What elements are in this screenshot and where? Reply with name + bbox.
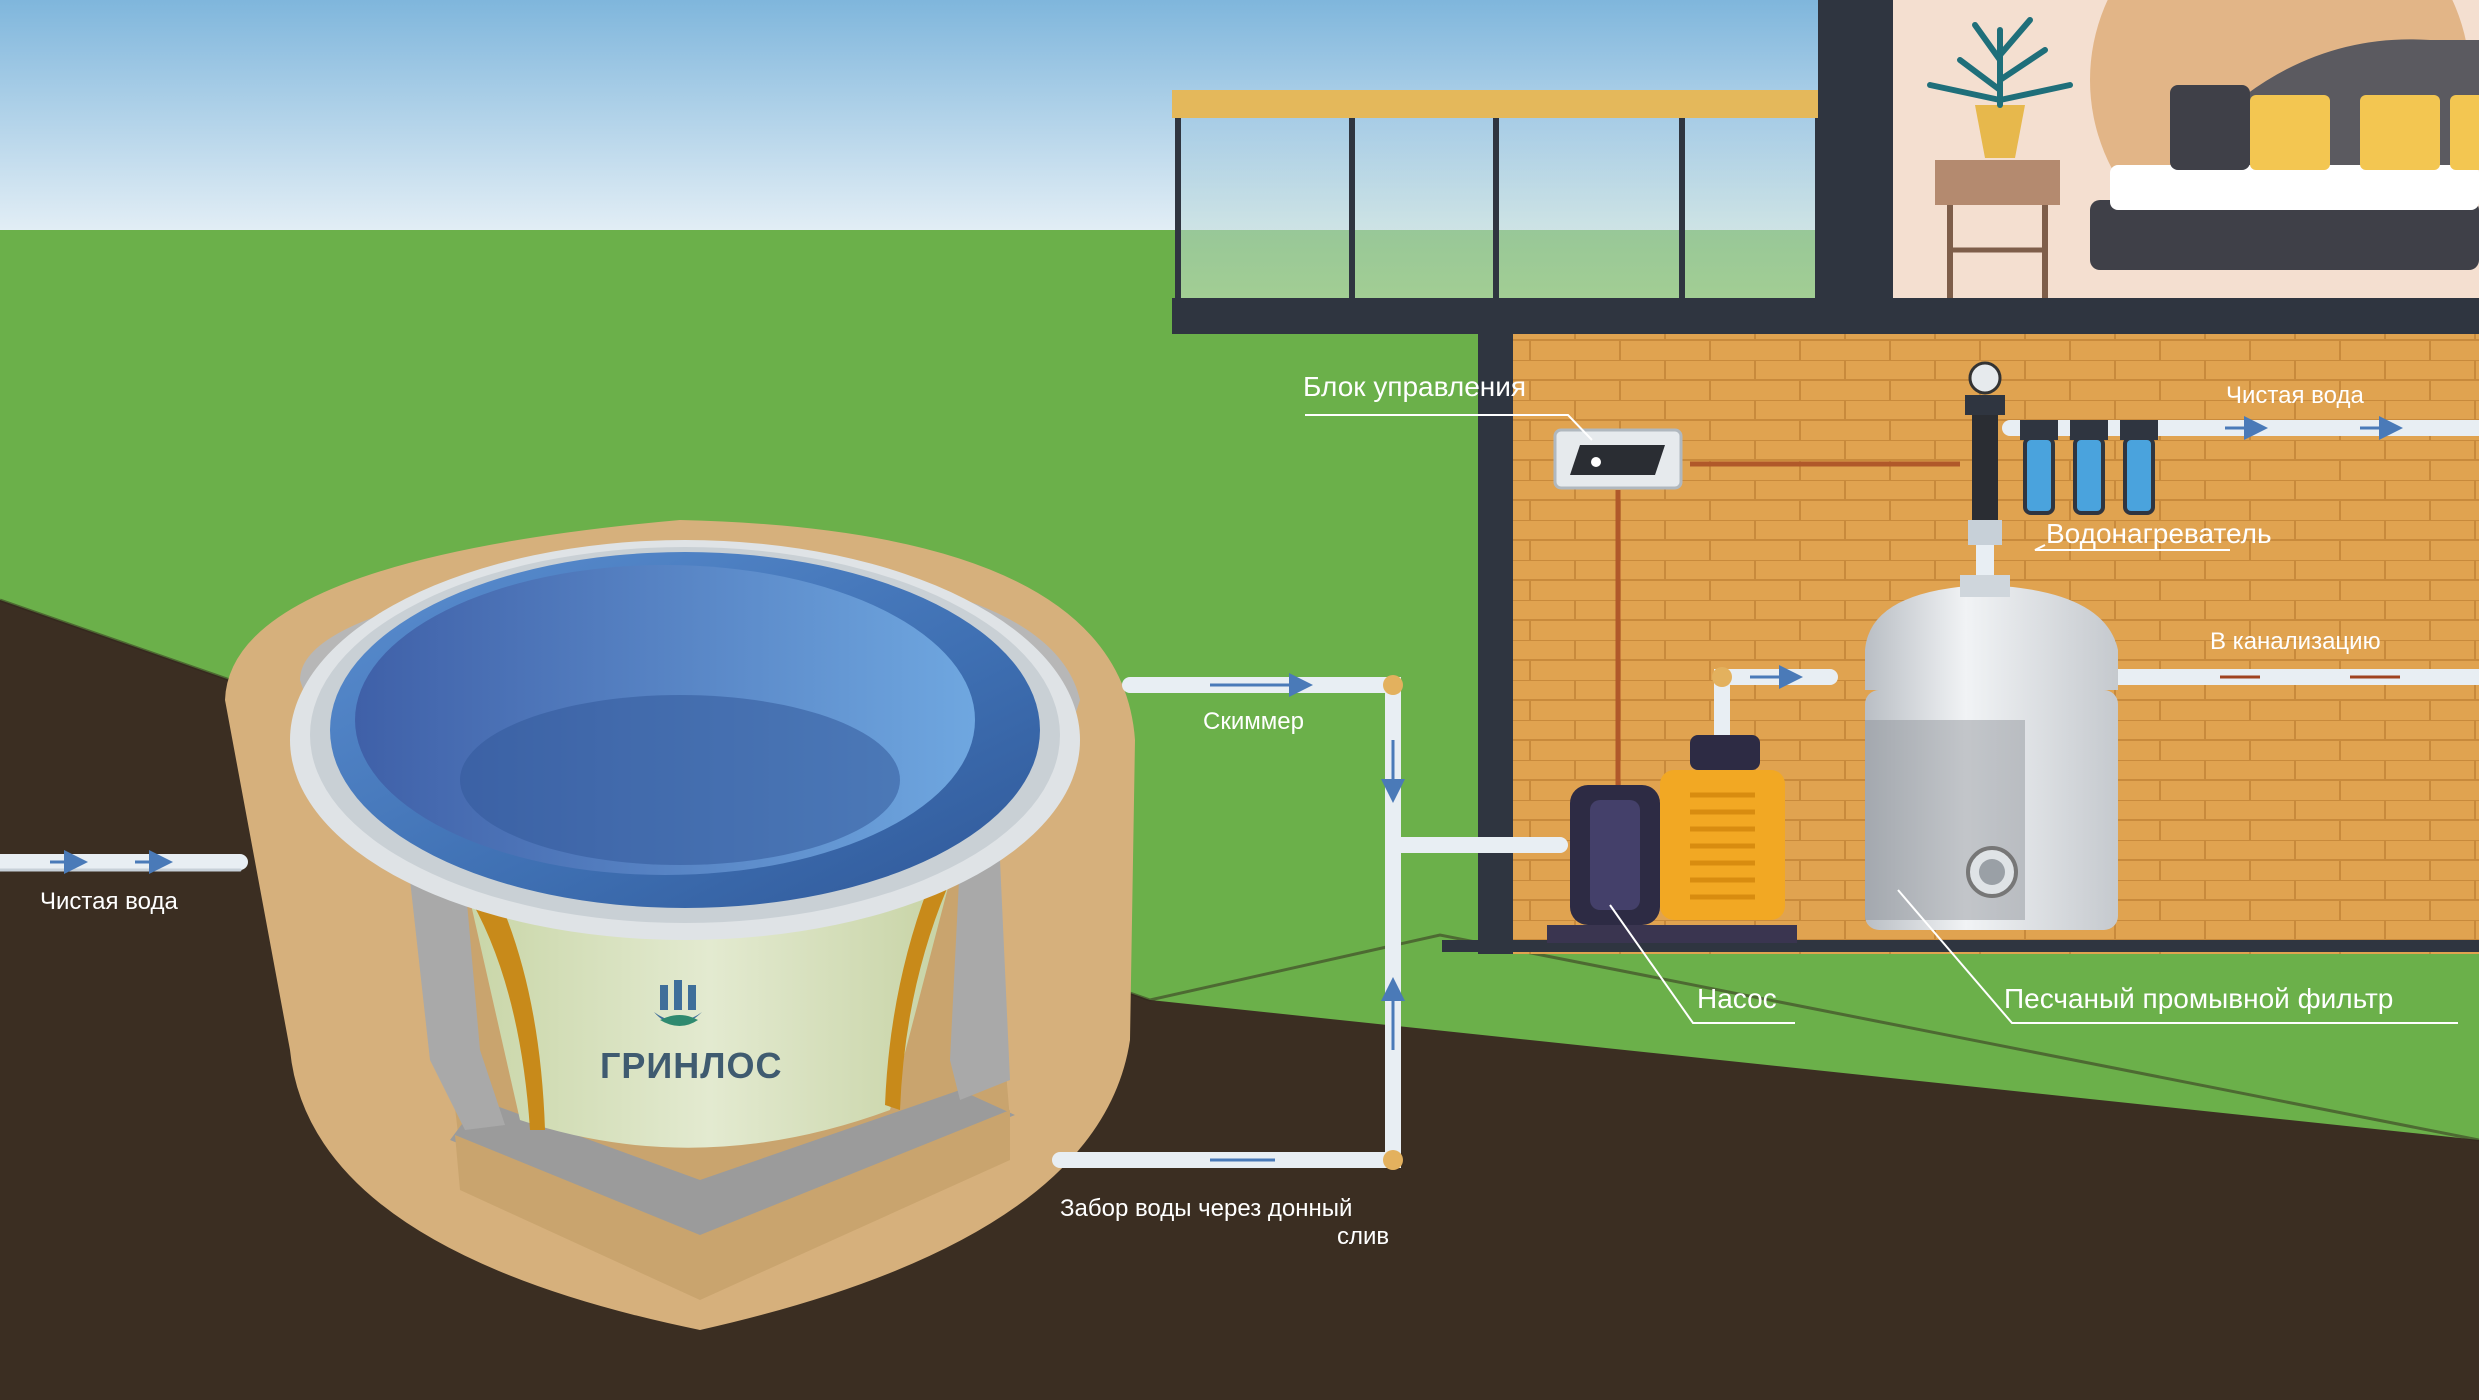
control-unit [1553, 428, 1960, 810]
water-heater [1965, 361, 2158, 545]
label-bottom-drain-line2: слив [1337, 1223, 1390, 1250]
label-clean-water-right: Чистая вода [2226, 382, 2364, 409]
sand-filter [1865, 575, 2118, 930]
label-skimmer: Скиммер [1203, 708, 1304, 735]
brand-logo-icon [654, 980, 702, 1026]
label-control-unit: Блок управления [1303, 371, 1527, 402]
flow-arrows [50, 416, 2403, 1162]
label-sand-filter: Песчаный промывной фильтр [2004, 983, 2394, 1014]
label-water-heater: Водонагреватель [2046, 518, 2272, 549]
house [1172, 0, 2479, 954]
label-bottom-drain-line1: Забор воды через донный [1060, 1195, 1353, 1222]
pump [1547, 735, 1797, 943]
label-pump: Насос [1697, 983, 1777, 1014]
label-clean-water-left: Чистая вода [40, 888, 178, 915]
leader-lines [1305, 414, 2458, 1024]
pool [225, 520, 1135, 1330]
brand-name: ГРИНЛОС [600, 1045, 783, 1086]
label-to-sewer: В канализацию [2210, 628, 2381, 655]
